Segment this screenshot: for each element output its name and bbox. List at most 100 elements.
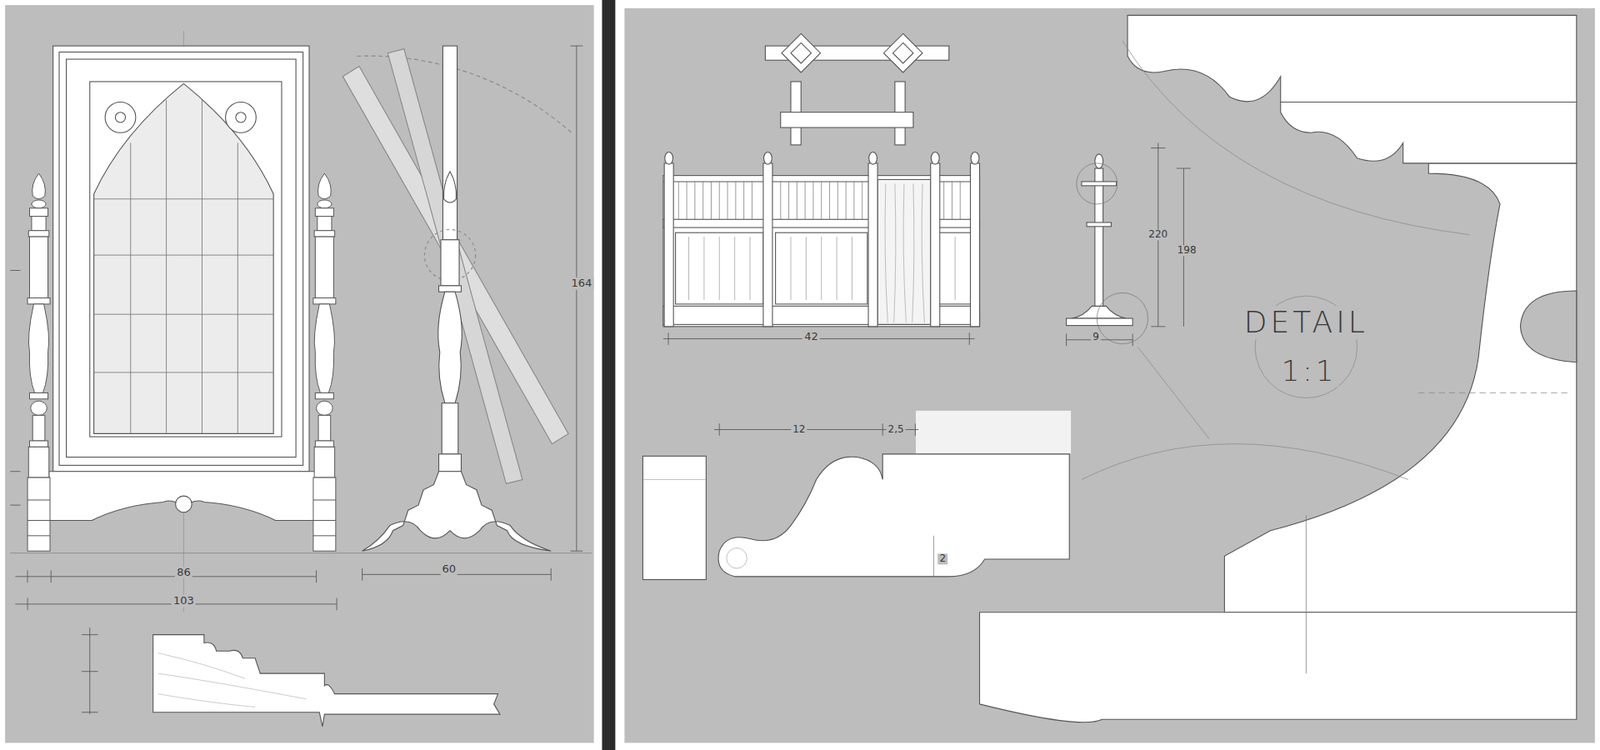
mirror-side-part bbox=[442, 45, 457, 240]
dimension-line-part bbox=[719, 423, 720, 436]
counter-elevation-part-part bbox=[764, 151, 773, 165]
counter-elevation-part-part bbox=[686, 181, 688, 220]
mirror-front bbox=[49, 30, 317, 613]
mirror-front-part bbox=[115, 112, 125, 123]
counter-elevation-part-part bbox=[837, 181, 839, 220]
counter-elevation-part-part bbox=[820, 181, 822, 220]
dimension-label: 2 bbox=[938, 553, 949, 565]
counter-elevation-part-part bbox=[885, 183, 888, 323]
bracket-profile-part bbox=[642, 479, 706, 480]
counter-elevation-part-part bbox=[665, 151, 674, 165]
counter-elevation-part-part bbox=[727, 181, 729, 220]
coat-stand-part bbox=[1096, 292, 1148, 344]
counter-elevation-part-part bbox=[845, 181, 847, 220]
dimension-line-part bbox=[27, 598, 29, 611]
coat-stand-part bbox=[1095, 154, 1104, 169]
dimension-line-part bbox=[27, 570, 29, 583]
mirror-front-part-part bbox=[201, 100, 203, 434]
counter-elevation-part bbox=[775, 232, 868, 305]
counter-elevation-part-part bbox=[812, 181, 814, 220]
coat-stand-part bbox=[1086, 222, 1111, 227]
dimension-line-part bbox=[1150, 325, 1165, 327]
mirror-front-part bbox=[66, 59, 297, 458]
dimension-line-part bbox=[915, 423, 916, 436]
moulding-profile-part-part bbox=[158, 694, 255, 708]
mirror-side-part bbox=[362, 471, 552, 552]
rail-detail-part bbox=[883, 33, 923, 73]
dimension-label: 12 bbox=[790, 424, 807, 435]
mirror-front-part bbox=[235, 112, 246, 123]
dimension-line-part bbox=[81, 634, 99, 635]
mirror-front-part-part bbox=[237, 142, 239, 434]
counter-elevation-part-part bbox=[894, 183, 896, 323]
mirror-side-part bbox=[444, 171, 457, 203]
counter-elevation-part bbox=[877, 180, 931, 325]
counter-elevation-part-part bbox=[790, 236, 791, 300]
moulding-profile-part bbox=[153, 635, 500, 727]
counter-elevation-part-part bbox=[869, 151, 878, 165]
counter-elevation-part-part bbox=[805, 236, 807, 300]
counter-elevation-part bbox=[664, 151, 980, 326]
detail-title: DETAIL bbox=[1242, 305, 1370, 340]
bracket-profile-part bbox=[642, 455, 706, 580]
panel-divider bbox=[601, 0, 615, 750]
counter-elevation-part-part bbox=[836, 236, 838, 300]
dimension-line-part bbox=[10, 470, 20, 472]
dimension-line-part bbox=[336, 598, 338, 611]
dimension-label: 9 bbox=[1090, 332, 1101, 344]
counter-elevation-part-part bbox=[743, 181, 745, 220]
counter-elevation-part-part bbox=[903, 183, 906, 323]
dimension-line-part bbox=[882, 423, 884, 436]
dimension-line-part bbox=[550, 568, 552, 581]
counter-elevation-part-part bbox=[735, 181, 736, 220]
mirror-front-part bbox=[59, 51, 304, 465]
counter-elevation-part-part bbox=[780, 181, 781, 220]
moulding-profile-part-part bbox=[158, 673, 307, 700]
counter-elevation-part-part bbox=[734, 236, 735, 300]
mirror-front-part bbox=[225, 101, 257, 133]
mirror-front-part-part bbox=[130, 142, 131, 434]
moulding-profile bbox=[153, 635, 500, 727]
counter-elevation-part-part bbox=[688, 236, 690, 300]
dimension-line-part bbox=[89, 627, 90, 715]
left-panel bbox=[5, 5, 595, 743]
dimension-label: 60 bbox=[440, 563, 458, 575]
construction-line bbox=[1081, 40, 1572, 480]
counter-elevation-part-part bbox=[930, 163, 940, 327]
coat-stand-part bbox=[1081, 181, 1117, 186]
coat-stand-part bbox=[1066, 318, 1134, 326]
detail-moulding-part bbox=[1280, 101, 1577, 163]
counter-elevation-part-part bbox=[820, 236, 822, 300]
dimension-line-part bbox=[81, 711, 99, 713]
moulding-profile-part bbox=[158, 653, 307, 708]
dimension-line-part bbox=[1132, 333, 1134, 346]
detail-moulding-part bbox=[1520, 290, 1576, 363]
dimension-label: 198 bbox=[1175, 245, 1199, 257]
dimension-line-part bbox=[1176, 168, 1191, 170]
counter-elevation-part-part bbox=[921, 183, 925, 323]
dimension-line-part bbox=[15, 575, 316, 577]
rail-detail-part bbox=[892, 42, 913, 63]
bracket-profile-part bbox=[726, 548, 747, 569]
mirror-front-part-part bbox=[94, 255, 275, 256]
coat-stand-part bbox=[1095, 168, 1104, 317]
rail-detail bbox=[765, 33, 949, 145]
dimension-line-part bbox=[10, 270, 20, 271]
counter-elevation-part-part bbox=[805, 181, 806, 220]
construction-line-part bbox=[1137, 346, 1210, 439]
dimension-line bbox=[10, 45, 592, 715]
mirror-front-part bbox=[175, 495, 193, 513]
counter-elevation-part bbox=[939, 232, 972, 305]
dimension-line-part bbox=[315, 570, 317, 583]
counter-elevation bbox=[663, 151, 980, 326]
rail-detail-part bbox=[780, 112, 914, 128]
counter-elevation-part-part bbox=[868, 163, 878, 327]
mirror-side-part bbox=[439, 285, 462, 292]
dimension-line-part bbox=[570, 45, 583, 47]
counter-elevation-part-part bbox=[853, 181, 855, 220]
dimension-line-part bbox=[668, 332, 670, 345]
dimension-label: 2,5 bbox=[886, 424, 906, 435]
counter-elevation-part bbox=[885, 183, 925, 323]
